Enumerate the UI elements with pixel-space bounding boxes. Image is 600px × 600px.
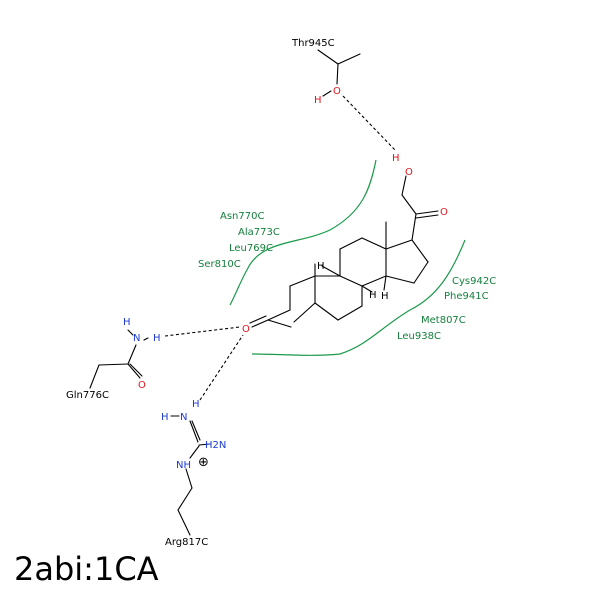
atom-steroid-h2: H bbox=[369, 290, 377, 301]
atom-steroid-h3: H bbox=[381, 291, 389, 302]
hbond-gln776 bbox=[164, 326, 241, 337]
atom-steroid-h1: H bbox=[317, 261, 325, 272]
atom-lig-hydrogen: H bbox=[392, 153, 400, 164]
label-thr945: Thr945C bbox=[291, 38, 335, 49]
atom-arg-nh: NH bbox=[176, 460, 191, 471]
thr945-residue bbox=[317, 49, 361, 97]
atom-arg-h-left: H bbox=[161, 412, 169, 423]
hbond-thr945 bbox=[342, 95, 396, 151]
label-asn770: Asn770C bbox=[220, 211, 264, 222]
atom-arg-charge: ⊕ bbox=[198, 455, 209, 470]
hbond-arg817 bbox=[199, 334, 244, 401]
atom-thr-hydrogen: H bbox=[314, 95, 322, 106]
gln776-residue bbox=[89, 329, 149, 389]
atom-arg-h2n: H2N bbox=[205, 440, 226, 451]
hydrophobic-arc-left bbox=[229, 159, 377, 306]
atom-thr-oxygen: O bbox=[333, 86, 341, 97]
atom-lig-ketone-oxygen: O bbox=[440, 207, 448, 218]
atom-arg-n-imine: N bbox=[180, 412, 187, 423]
label-ser810: Ser810C bbox=[198, 259, 241, 270]
atom-lig-hydroxyl-oxygen: O bbox=[405, 167, 413, 178]
label-leu769: Leu769C bbox=[229, 243, 273, 254]
label-ala773: Ala773C bbox=[238, 227, 280, 238]
label-cys942: Cys942C bbox=[452, 276, 496, 287]
label-gln776: Gln776C bbox=[66, 390, 109, 401]
label-met807: Met807C bbox=[421, 315, 466, 326]
label-arg817: Arg817C bbox=[165, 537, 208, 548]
atom-gln-nitrogen: N bbox=[133, 333, 140, 344]
atom-gln-h-right: H bbox=[153, 333, 161, 344]
hydrophobic-arc-right bbox=[251, 239, 466, 356]
arg817-residue bbox=[170, 415, 211, 536]
steroid-skeleton bbox=[249, 175, 439, 328]
atom-arg-h-top: H bbox=[192, 399, 200, 410]
atom-gln-oxygen: O bbox=[138, 380, 146, 391]
hydrogen-bonds bbox=[164, 95, 396, 401]
atom-gln-h-top: H bbox=[123, 317, 131, 328]
label-leu938: Leu938C bbox=[397, 331, 441, 342]
diagram-title: 2abi:1CA bbox=[14, 550, 159, 588]
atom-lig-c3-oxygen: O bbox=[242, 324, 250, 335]
label-phe941: Phe941C bbox=[444, 291, 489, 302]
